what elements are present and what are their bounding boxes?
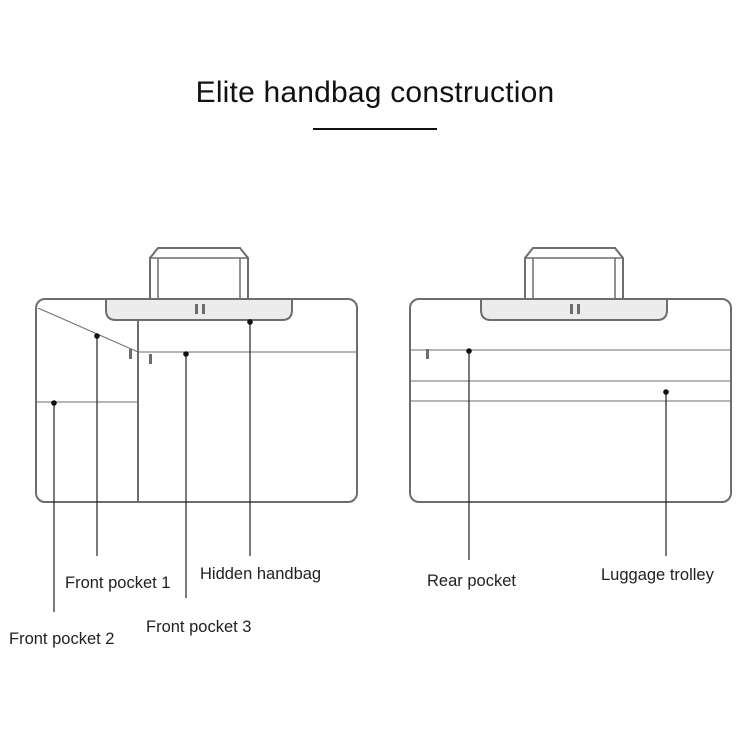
dot-front-pocket-3	[183, 351, 189, 357]
back-handle	[524, 247, 624, 298]
label-front-pocket-2: Front pocket 2	[9, 630, 115, 648]
label-luggage-trolley: Luggage trolley	[601, 566, 714, 584]
leaders	[51, 319, 669, 612]
dot-front-pocket-2	[51, 400, 57, 406]
label-front-pocket-3: Front pocket 3	[146, 618, 252, 636]
front-handle	[149, 247, 249, 298]
dot-front-pocket-1	[94, 333, 100, 339]
dot-luggage-trolley	[663, 389, 669, 395]
dot-rear-pocket	[466, 348, 472, 354]
back-top-panel	[480, 300, 668, 321]
front-view	[35, 247, 358, 503]
front-top-panel	[105, 300, 293, 321]
front-bag-body	[35, 298, 358, 503]
dot-hidden-handbag	[247, 319, 253, 325]
label-hidden-handbag: Hidden handbag	[200, 565, 322, 583]
label-rear-pocket: Rear pocket	[427, 572, 516, 590]
title-underline	[313, 128, 437, 130]
diagram-title: Elite handbag construction	[195, 76, 555, 109]
label-front-pocket-1: Front pocket 1	[65, 574, 171, 592]
back-view	[409, 247, 732, 503]
